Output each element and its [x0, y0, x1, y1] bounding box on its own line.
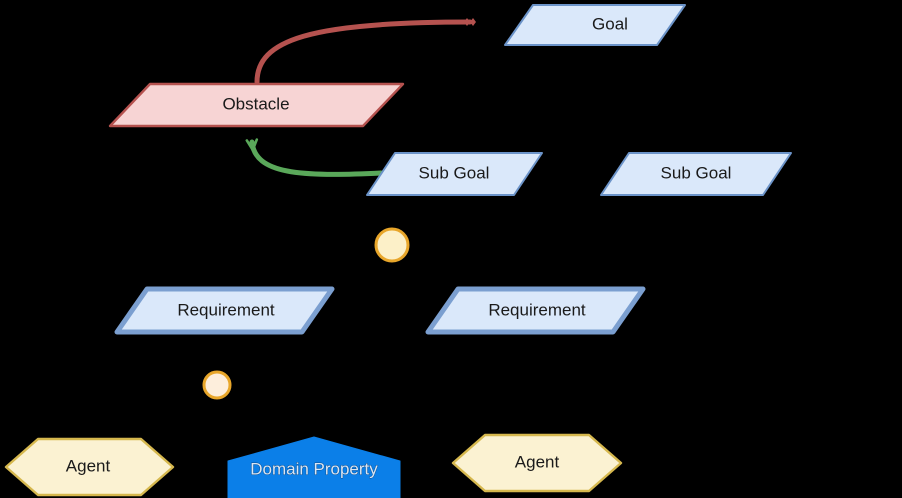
domain-property-shape[interactable]	[227, 436, 401, 498]
node-requirement-left[interactable]: Requirement	[114, 286, 335, 335]
node-requirement-right[interactable]: Requirement	[425, 286, 646, 335]
node-subgoal-right[interactable]: Sub Goal	[600, 152, 792, 196]
node-agent-left[interactable]: Agent	[4, 437, 175, 497]
refinement-layer	[202, 227, 410, 400]
node-domain-property[interactable]: Domain Property	[227, 436, 401, 498]
resolution-edge[interactable]	[252, 142, 384, 177]
requirement-left-shape[interactable]	[114, 286, 335, 335]
node-obstacle[interactable]: Obstacle	[108, 82, 405, 128]
requirement-right-shape[interactable]	[425, 286, 646, 335]
and-refinement-lower[interactable]	[202, 370, 232, 400]
obstruction-edge[interactable]	[254, 17, 476, 85]
goal-shape[interactable]	[504, 4, 686, 46]
obstacle-shape[interactable]	[108, 82, 405, 128]
subgoal-right-shape[interactable]	[600, 152, 792, 196]
node-goal[interactable]: Goal	[504, 4, 686, 46]
agent-left-shape[interactable]	[4, 437, 175, 497]
subgoal-left-shape[interactable]	[366, 152, 543, 196]
edge-layer	[252, 17, 476, 177]
node-agent-right[interactable]: Agent	[451, 433, 623, 493]
node-subgoal-left[interactable]: Sub Goal	[366, 152, 543, 196]
and-refinement-upper[interactable]	[374, 227, 410, 263]
agent-right-shape[interactable]	[451, 433, 623, 493]
